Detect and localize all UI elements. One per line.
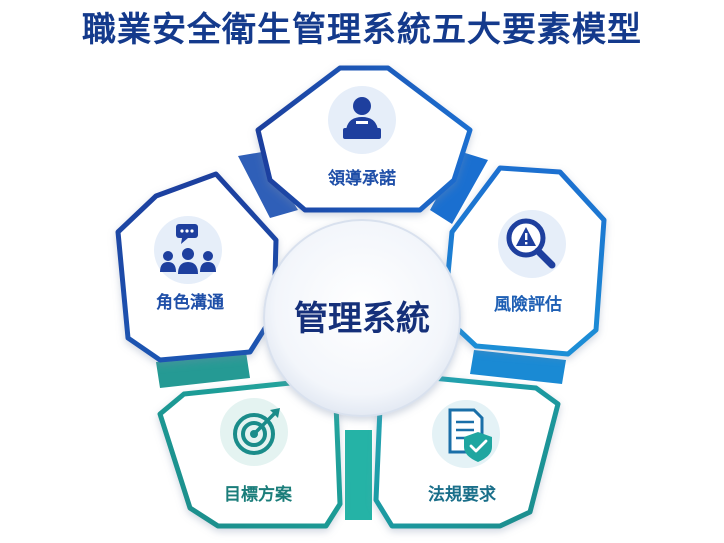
team-communication-icon: [154, 216, 222, 284]
connector-right: [470, 350, 566, 384]
compliance-document-shield-icon: [432, 400, 500, 468]
target-arrow-icon: [220, 398, 288, 466]
element-label-bottom-right: 法規要求: [428, 484, 496, 505]
center-label: 管理系統: [294, 299, 430, 339]
connector-bars: [156, 152, 566, 520]
element-label-bottom-left: 目標方案: [224, 484, 293, 505]
element-label-right: 風險評估: [494, 294, 562, 315]
connector-top-left: [238, 152, 298, 218]
leader-podium-icon: [328, 86, 396, 154]
connector-left: [156, 352, 250, 388]
connector-top-right: [430, 152, 488, 224]
warning-magnifier-icon: [498, 210, 566, 278]
center-hub: 管理系統: [263, 219, 461, 417]
element-label-top: 領導承諾: [328, 168, 396, 189]
connector-bottom: [345, 430, 372, 520]
element-label-left: 角色溝通: [156, 292, 224, 313]
diagram-title: 職業安全衛生管理系統五大要素模型: [82, 10, 642, 50]
